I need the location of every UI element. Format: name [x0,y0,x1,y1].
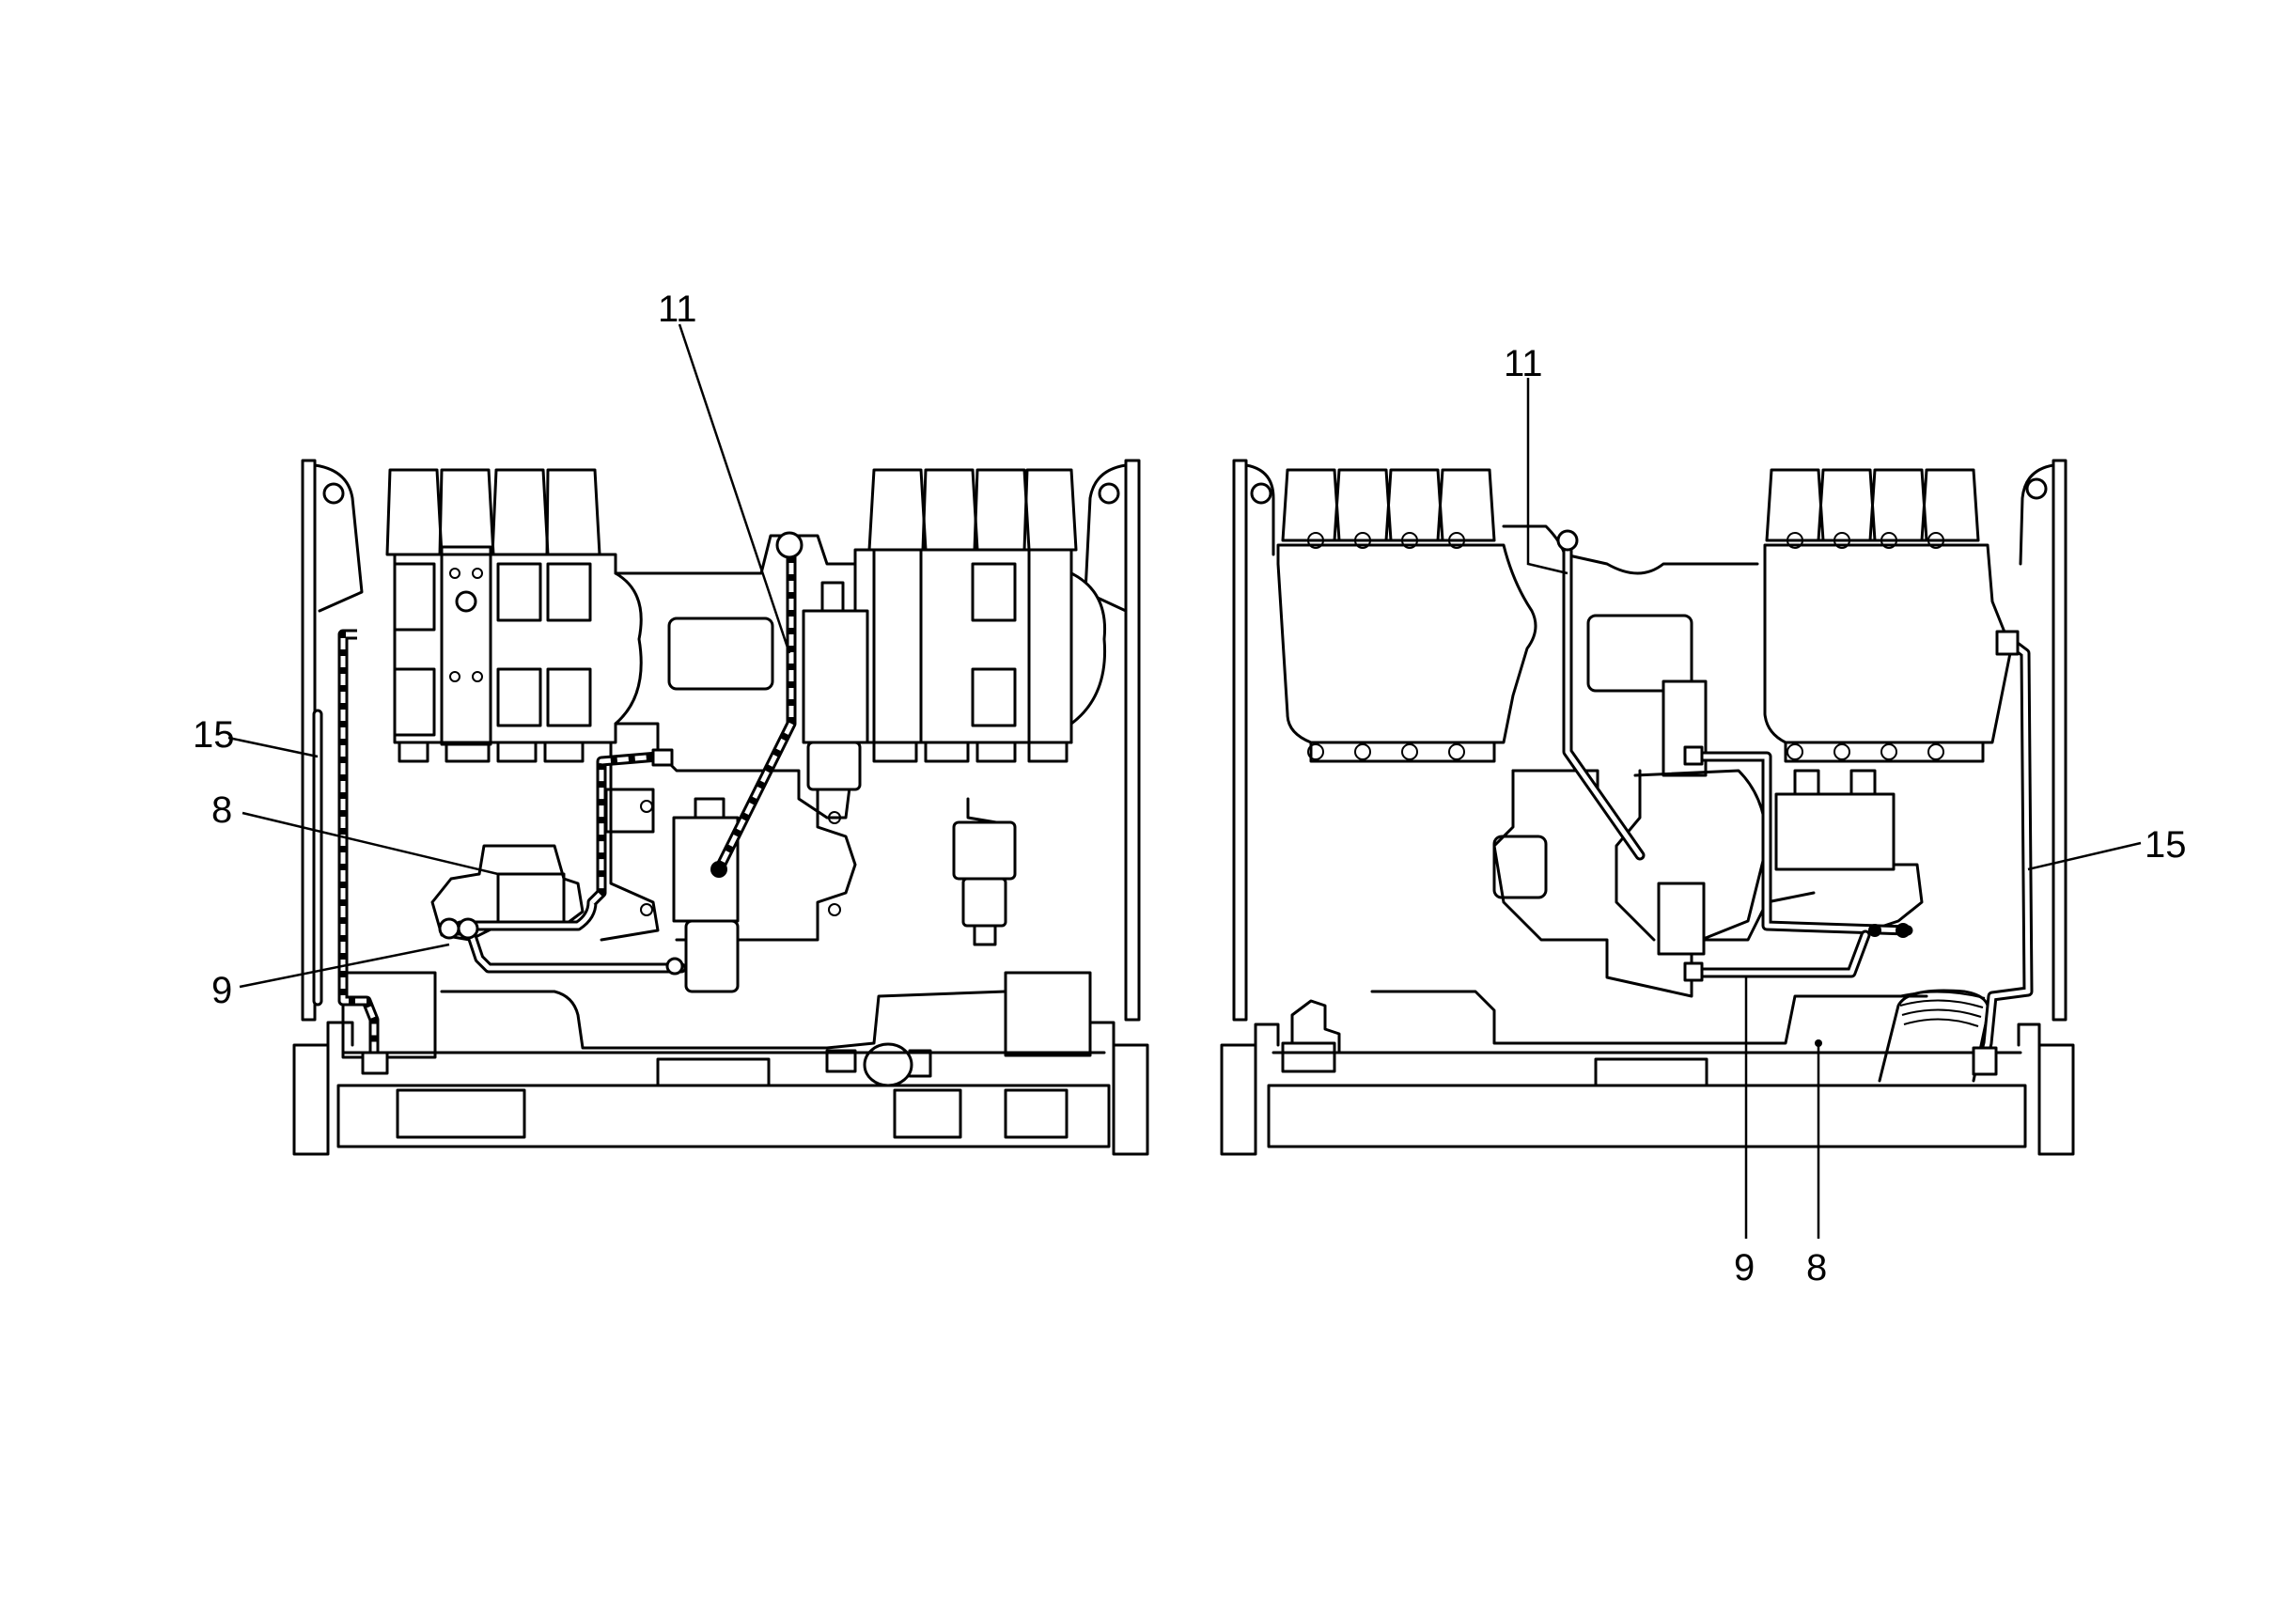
right-leader-11 [1526,378,1568,575]
right-pipe-15 [1972,630,2034,1076]
right-solenoid-block [1774,769,1924,932]
right-callout-9: 9 [1734,1247,1755,1288]
right-frame [1220,459,2075,1156]
left-leader-15 [227,736,319,758]
left-control-valve-bank [385,468,643,763]
right-view-right-valve-bank [1763,468,2013,763]
left-pipe-9 [438,897,687,976]
left-leader-11 [678,323,791,654]
left-dashed-pipe [588,748,674,906]
right-leader-8-dot [1815,1039,1822,1047]
right-callout-15: 15 [2145,824,2187,866]
left-callout-8: 8 [211,789,232,831]
right-pipe-11 [1556,529,1646,861]
right-pipe-9 [1683,745,1913,982]
right-callout-11: 11 [1504,343,1543,384]
right-control-valve-bank [853,468,1107,763]
left-view [227,323,1149,1156]
left-pipe-15 [312,629,389,1075]
left-center-plate [341,534,1092,1087]
left-leader-8 [242,811,499,876]
right-view [1220,378,2142,1239]
right-leader-15 [2027,841,2142,871]
left-leader-9 [239,943,450,989]
left-pipe-11 [710,531,804,878]
left-frame [292,459,1149,1156]
left-callout-11: 11 [658,289,697,330]
right-center-plate [1281,524,1928,1073]
right-bellows-hose [1878,989,1990,1083]
right-callout-8: 8 [1806,1247,1827,1288]
left-callout-9: 9 [211,970,232,1011]
right-view-left-valve-bank [1276,468,1537,763]
left-callout-15: 15 [193,714,235,756]
